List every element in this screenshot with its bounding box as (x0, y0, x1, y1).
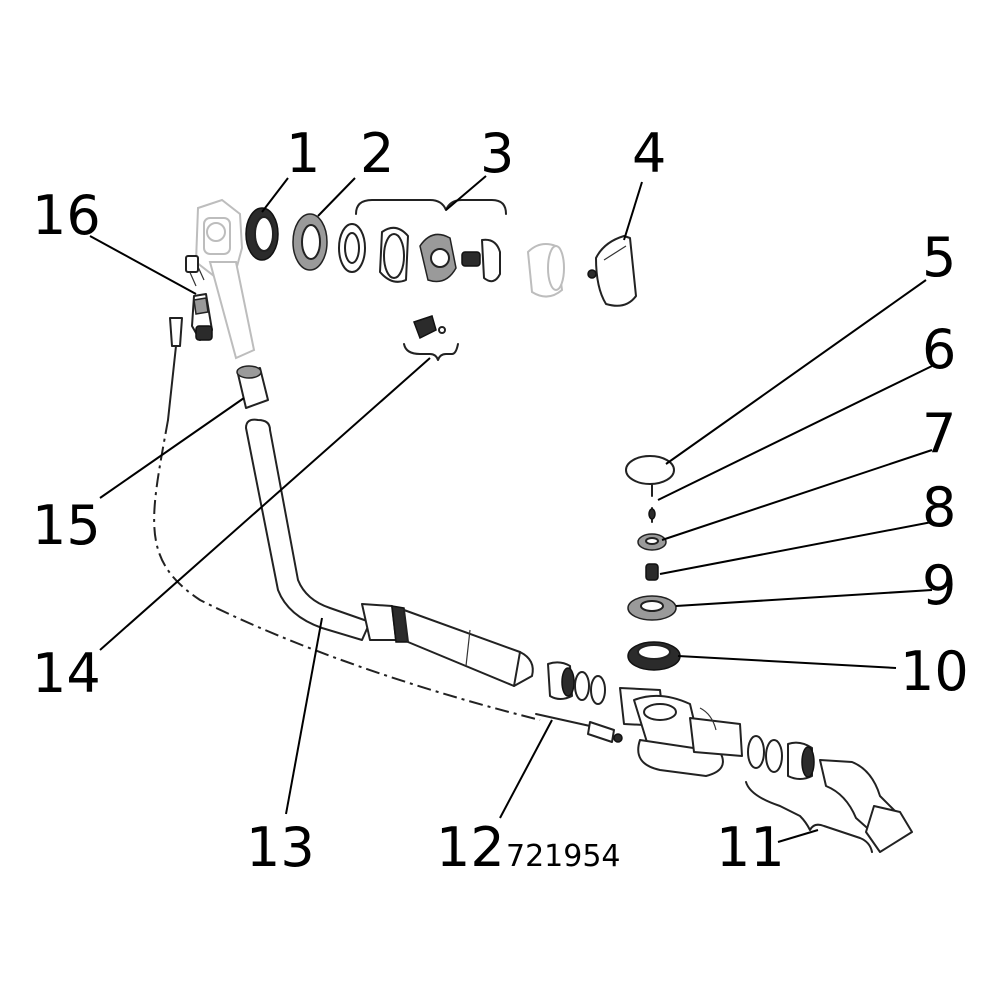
part-12-cable-end (535, 713, 623, 743)
part-5-plug-cap (625, 455, 675, 497)
part-3-overflow-assembly (338, 199, 507, 283)
part-4-overflow-cap (587, 235, 637, 307)
callout-12: 12 (436, 816, 505, 879)
callout-16: 16 (32, 184, 101, 247)
callout-10: 10 (900, 640, 969, 703)
pipe-nut-and-seals (547, 661, 606, 705)
part-1-gasket (245, 207, 279, 261)
callout-5: 5 (922, 226, 956, 289)
part-13-drain-pipe (245, 418, 534, 687)
part-10-seal-ring (627, 641, 681, 671)
callout-labels: 1 2 3 4 5 6 7 8 9 10 11 12 13 14 15 16 (32, 122, 969, 879)
drawing-number: 721954 (506, 839, 621, 874)
callout-2: 2 (360, 122, 394, 185)
callout-13: 13 (246, 816, 315, 879)
part-16-overflow-body (185, 198, 256, 360)
callout-1: 1 (286, 122, 320, 185)
waste-body (619, 687, 743, 777)
callout-6: 6 (922, 318, 956, 381)
part-16-cable-connector (191, 293, 213, 341)
callout-3: 3 (480, 122, 514, 185)
callout-9: 9 (922, 554, 956, 617)
callout-14: 14 (32, 642, 101, 705)
cover-ring (526, 243, 565, 298)
part-7-washer (637, 533, 667, 551)
part-9-flange (627, 595, 677, 621)
part-14-clips (403, 315, 459, 361)
part-15-coupling-sleeve (236, 365, 269, 409)
part-11-outlet-elbow (745, 735, 913, 853)
part-6-screw (648, 507, 656, 523)
part-2-washer (292, 213, 328, 271)
leader-lines (89, 175, 933, 843)
callout-11: 11 (716, 816, 785, 879)
callout-15: 15 (32, 494, 101, 557)
callout-4: 4 (632, 122, 666, 185)
bowden-cable (153, 317, 541, 721)
callout-7: 7 (922, 402, 956, 465)
part-8-spindle (645, 563, 659, 581)
callout-8: 8 (922, 476, 956, 539)
